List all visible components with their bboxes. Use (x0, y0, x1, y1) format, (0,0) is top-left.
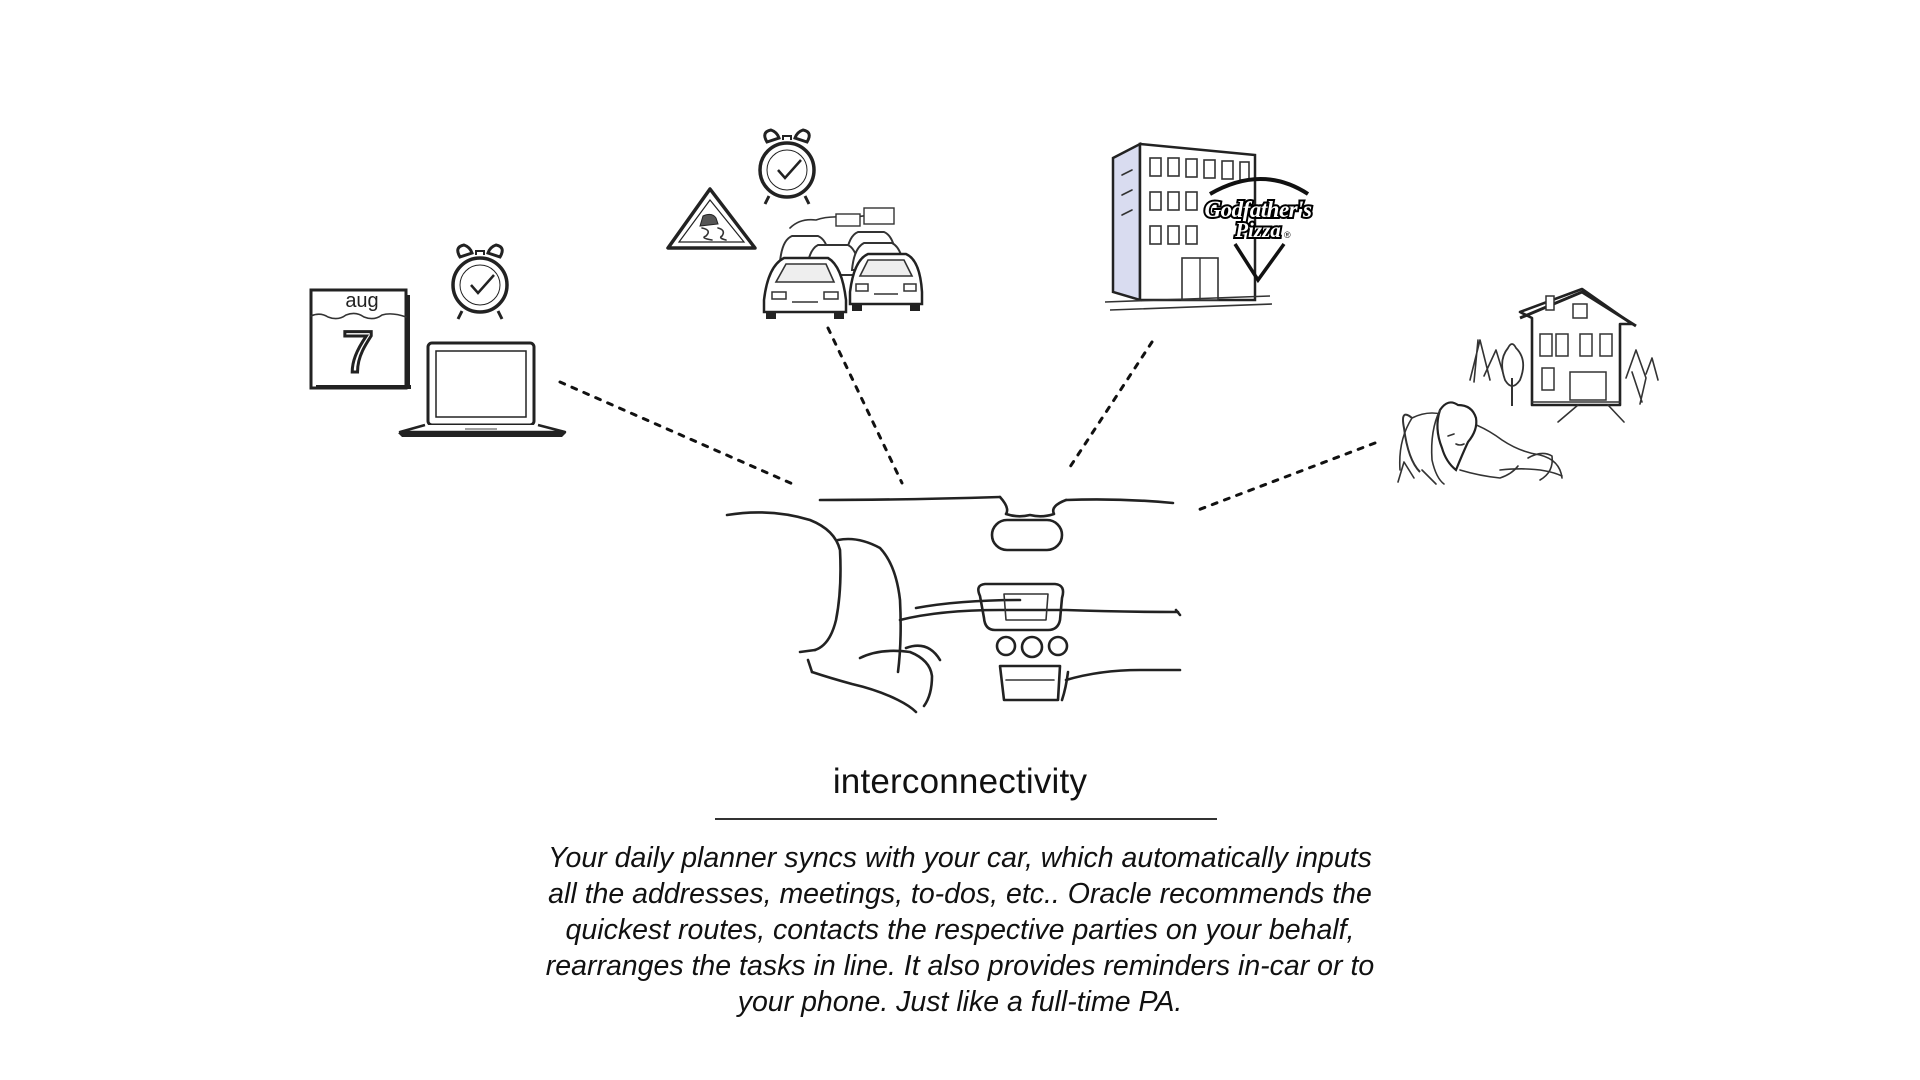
connector-traffic (826, 326, 904, 485)
logo-registered: ® (1284, 230, 1291, 240)
connector-home (1196, 441, 1377, 512)
warning-sign-icon (666, 187, 757, 250)
calendar-icon: aug 7 (309, 288, 411, 390)
logo-pizza: Pizza (1234, 218, 1281, 242)
driver-icon (1397, 401, 1563, 485)
laptop-icon (398, 341, 567, 437)
alarm-clock-icon (758, 128, 816, 205)
title-divider (715, 818, 1217, 820)
house-icon (1469, 287, 1659, 423)
traffic-jam-icon (762, 207, 924, 319)
caption-line: your phone. Just like a full-time PA. (737, 986, 1183, 1018)
connector-lines (558, 326, 1377, 512)
alarm-clock-icon (451, 243, 509, 320)
office-building-icon (1104, 141, 1273, 311)
calendar-day: 7 (342, 320, 374, 385)
calendar-month: aug (345, 290, 378, 312)
caption-title: interconnectivity (832, 762, 1088, 801)
caption-line: Your daily planner syncs with your car, … (548, 842, 1372, 874)
logo-name: Godfather's (1205, 197, 1313, 222)
connector-planner (558, 380, 797, 487)
caption-line: rearranges the tasks in line. It also pr… (545, 950, 1375, 982)
caption-description: Your daily planner syncs with your car, … (500, 840, 1420, 1020)
connector-destination (1066, 340, 1154, 472)
caption-line: quickest routes, contacts the respective… (565, 914, 1355, 946)
caption-line: all the addresses, meetings, to-dos, etc… (548, 878, 1372, 910)
pizza-logo: Godfather's Pizza ® (1203, 177, 1315, 284)
car-dashboard-icon (725, 495, 1182, 714)
